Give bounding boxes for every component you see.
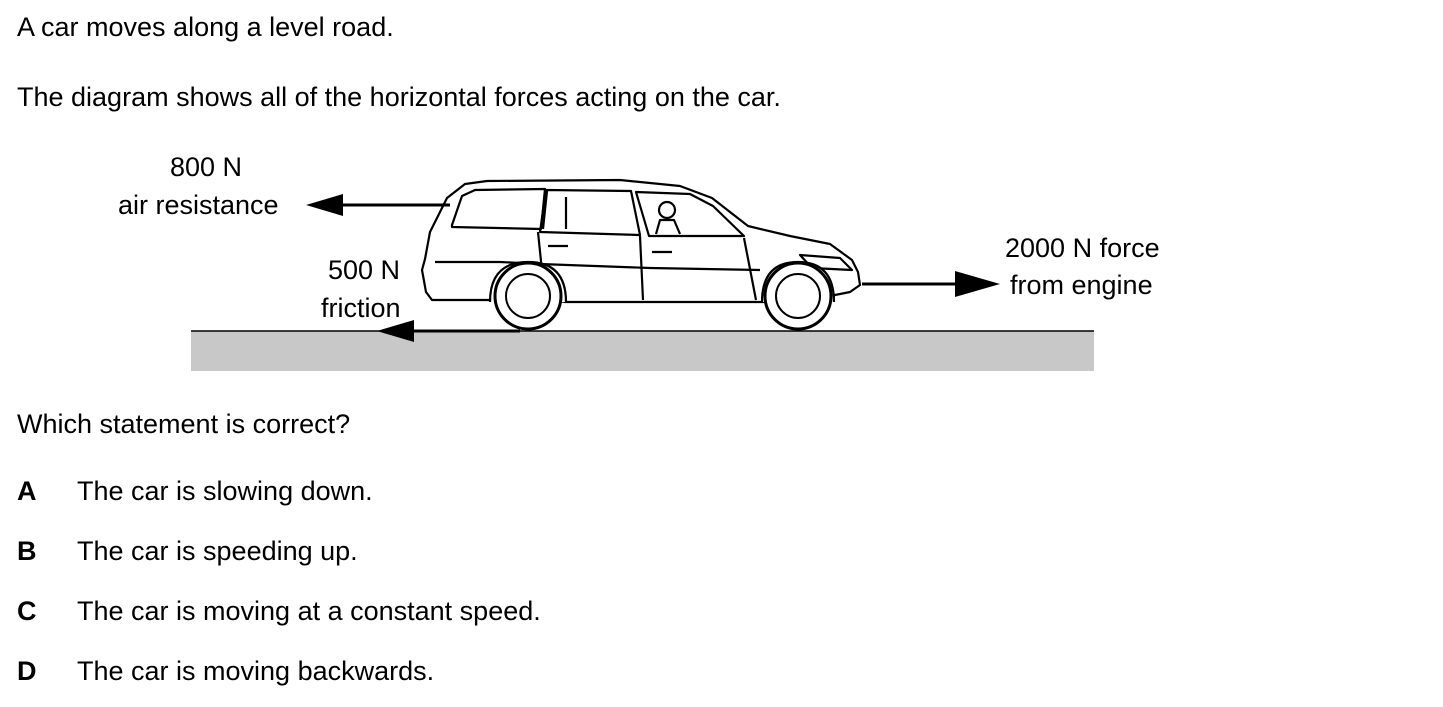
air-resistance-label: air resistance <box>118 190 279 220</box>
question-intro: A car moves along a level road. <box>17 12 394 42</box>
friction-value: 500 N <box>328 255 401 285</box>
air-resistance-arrow <box>306 194 450 216</box>
option-d-letter: D <box>17 656 37 686</box>
option-b-letter: B <box>17 536 37 566</box>
question-diagram-description: The diagram shows all of the horizontal … <box>17 82 781 112</box>
engine-force-label: from engine <box>1010 270 1153 300</box>
rear-wheel <box>493 261 563 331</box>
option-a-letter: A <box>17 476 37 506</box>
front-wheel <box>763 261 833 331</box>
engine-force-arrow <box>862 271 1000 297</box>
friction-arrow <box>377 320 520 342</box>
friction-label: friction <box>321 293 401 323</box>
option-c-text: The car is moving at a constant speed. <box>77 596 541 626</box>
option-c-letter: C <box>17 596 37 626</box>
question-prompt: Which statement is correct? <box>17 409 351 439</box>
road <box>191 331 1094 371</box>
option-d-text: The car is moving backwards. <box>77 656 435 686</box>
option-a-text: The car is slowing down. <box>77 476 373 506</box>
option-b-text: The car is speeding up. <box>77 536 358 566</box>
air-resistance-value: 800 N <box>170 152 243 182</box>
engine-force-value: 2000 N force <box>1005 233 1160 263</box>
